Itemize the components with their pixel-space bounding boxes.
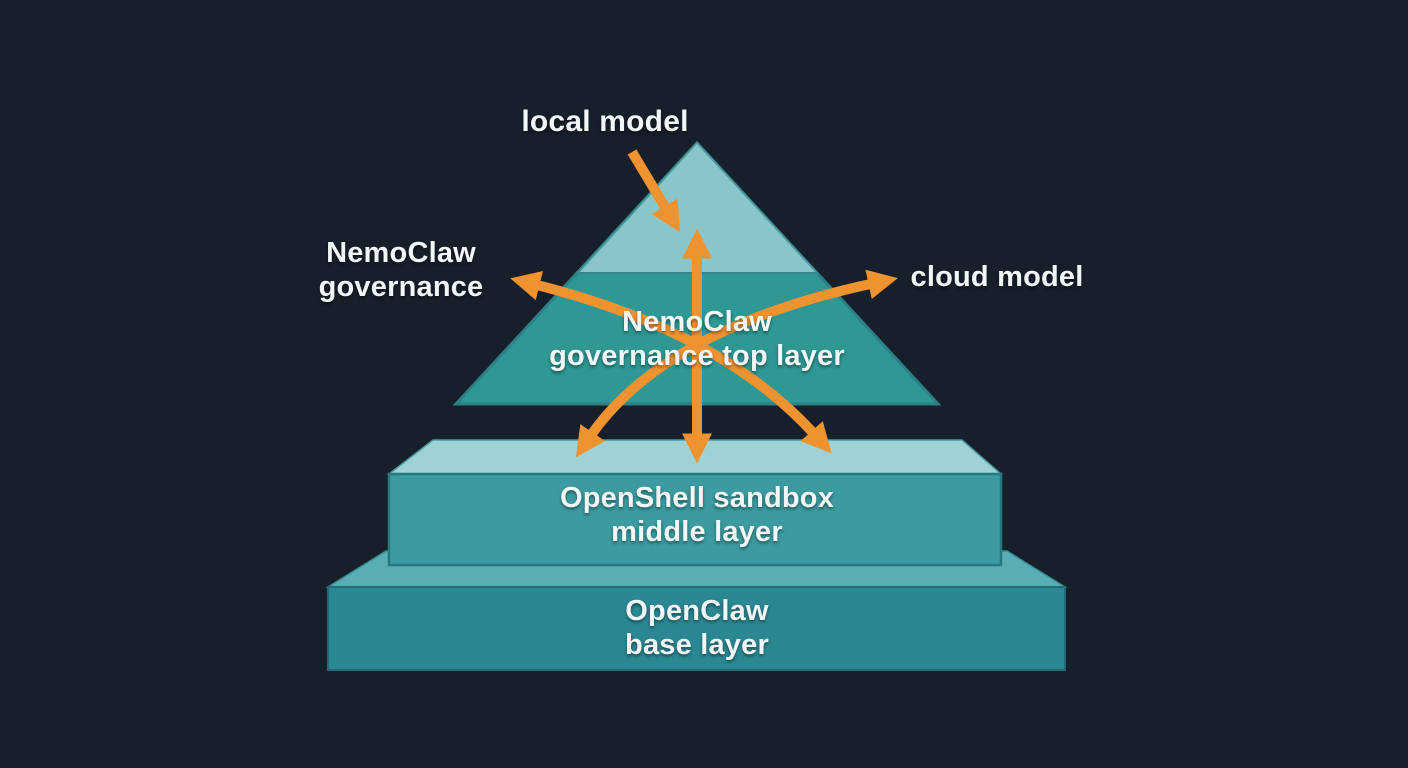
middle-layer-top-face bbox=[386, 439, 1004, 475]
middle-layer-front-face bbox=[387, 472, 1003, 567]
arrow-local-model-to-apex bbox=[627, 149, 681, 233]
local-model-label: local model bbox=[521, 105, 688, 139]
nemoclaw-governance-line1: NemoClaw bbox=[326, 237, 476, 269]
base-layer-line1: OpenClaw bbox=[625, 595, 769, 627]
arrow-group bbox=[510, 149, 898, 464]
top-layer-line1: NemoClaw bbox=[622, 306, 772, 338]
nemoclaw-governance-label: NemoClaw governance bbox=[319, 236, 484, 304]
top-layer-line2: governance top layer bbox=[549, 340, 845, 372]
base-layer-front-face bbox=[327, 586, 1066, 671]
top-layer-label: NemoClaw governance top layer bbox=[549, 305, 845, 373]
middle-layer-line2: middle layer bbox=[611, 516, 783, 548]
base-layer-label: OpenClaw base layer bbox=[625, 594, 769, 662]
cloud-model-label: cloud model bbox=[911, 260, 1084, 294]
middle-layer-line1: OpenShell sandbox bbox=[559, 482, 835, 514]
local-model-text: local model bbox=[521, 105, 689, 138]
cloud-model-text: cloud model bbox=[910, 261, 1084, 293]
arrow-cloud-to-middle-left bbox=[575, 269, 898, 458]
middle-layer-box bbox=[386, 439, 1004, 567]
nemoclaw-governance-line2: governance bbox=[318, 271, 484, 303]
base-layer-line2: base layer bbox=[625, 629, 769, 661]
middle-layer-label: OpenShell sandbox middle layer bbox=[560, 481, 834, 549]
